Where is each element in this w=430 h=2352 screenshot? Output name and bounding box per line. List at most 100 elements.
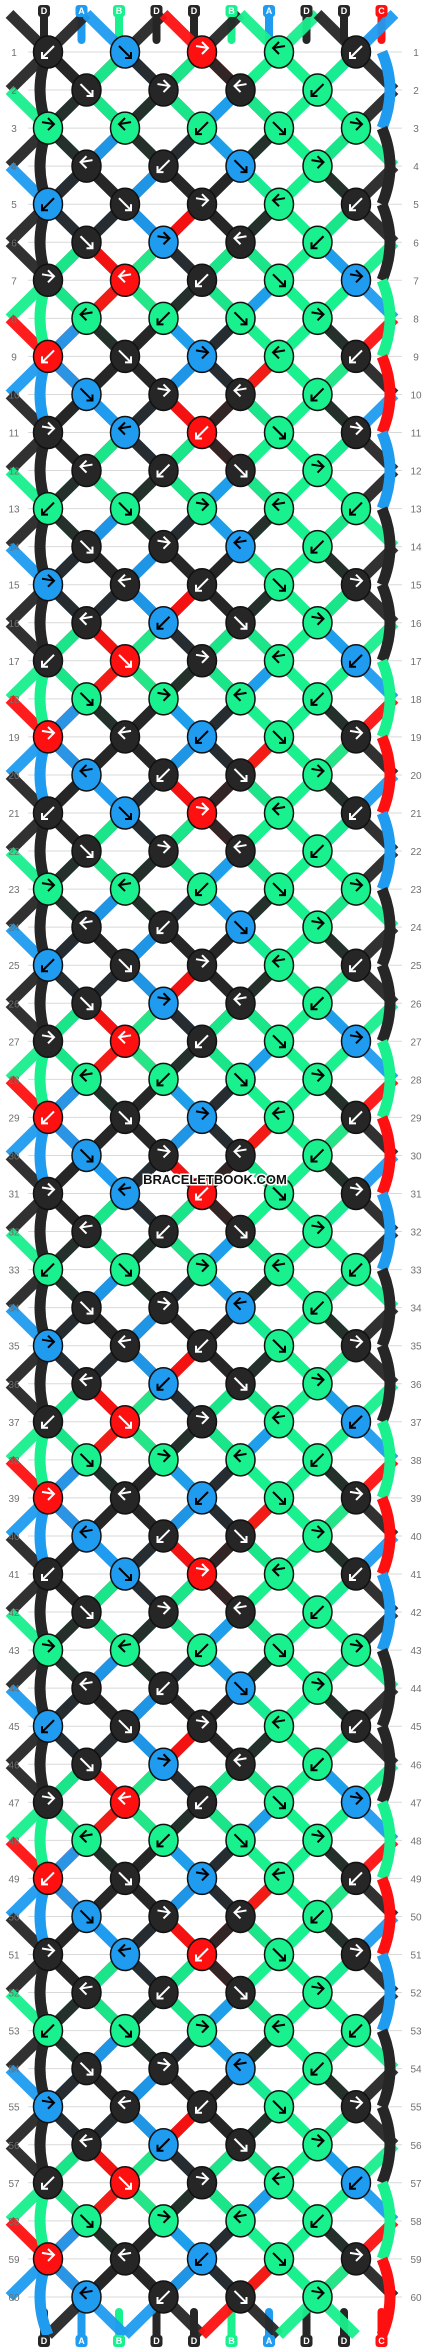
knot (71, 225, 102, 259)
knot (225, 758, 256, 792)
knot (109, 1481, 141, 1515)
knot (186, 1252, 218, 1287)
knot (32, 1024, 64, 1059)
knot (302, 301, 333, 336)
row-number-left: 60 (8, 2293, 20, 2304)
row-number-right: 32 (410, 1228, 422, 1239)
knot (225, 2128, 256, 2162)
knot-arrow-icon (80, 920, 93, 925)
strand-label-top: B (116, 6, 123, 16)
knot-arrow-icon (80, 311, 93, 316)
knot (302, 682, 333, 716)
knot-arrow-icon (195, 425, 209, 440)
knot (263, 2166, 295, 2200)
knot-arrow-icon (311, 2289, 324, 2294)
knot (263, 1937, 295, 1972)
knot (340, 2242, 372, 2276)
knot-arrow-icon (41, 1415, 55, 1429)
row-number-left: 44 (8, 1684, 20, 1695)
knot-arrow-icon (156, 2290, 171, 2304)
knot-arrow-icon (79, 692, 94, 706)
knot (109, 1252, 141, 1287)
knot-arrow-icon (349, 729, 363, 734)
knot-arrow-icon (311, 920, 324, 925)
knot-arrow-icon (310, 1757, 325, 1771)
knot (71, 1062, 102, 1097)
knot-arrow-icon (195, 1262, 209, 1267)
knot-arrow-icon (118, 577, 132, 582)
knot-arrow-icon (349, 806, 363, 820)
knot (71, 73, 102, 107)
knot-arrow-icon (349, 1567, 363, 1581)
knot (71, 2280, 102, 2314)
row-number-left: 20 (8, 771, 20, 782)
knot-arrow-icon (233, 2290, 248, 2304)
knot (302, 1519, 333, 1553)
knot (225, 1747, 256, 1781)
knot-arrow-icon (234, 1300, 247, 1305)
knot (340, 35, 372, 69)
knot-arrow-icon (118, 1567, 132, 1581)
row-number-right: 27 (410, 1037, 422, 1048)
knot-arrow-icon (349, 1338, 363, 1343)
knot (32, 1633, 64, 1667)
row-number-left: 48 (8, 1836, 20, 1847)
row-number-right: 2 (413, 86, 419, 97)
knot (186, 1861, 218, 1896)
knot (186, 1176, 218, 1211)
knot (109, 2242, 141, 2276)
knot-arrow-icon (41, 654, 55, 668)
knot (71, 377, 102, 412)
knot-arrow-icon (234, 1452, 247, 1457)
knot-arrow-icon (80, 615, 93, 620)
knot-arrow-icon (79, 235, 94, 249)
knot-arrow-icon (272, 1110, 286, 1115)
knot (186, 2242, 218, 2276)
knot-arrow-icon (80, 463, 93, 468)
knot-arrow-icon (195, 1567, 209, 1571)
knot (109, 644, 141, 678)
knot (225, 682, 256, 716)
knot-arrow-icon (80, 2137, 93, 2142)
knot-arrow-icon (233, 463, 248, 478)
knot (71, 758, 102, 792)
knot (263, 1633, 295, 1667)
knot-arrow-icon (118, 2099, 132, 2104)
knot (225, 834, 256, 868)
row-number-left: 12 (8, 467, 20, 478)
knot-arrow-icon (311, 1376, 324, 1381)
knot (186, 1100, 218, 1135)
knot-arrow-icon (234, 1909, 247, 1914)
knot-arrow-icon (79, 1605, 94, 1619)
knot (186, 339, 218, 374)
row-number-right: 30 (410, 1151, 422, 1162)
strand-label-top: D (153, 6, 160, 16)
knot-arrow-icon (272, 730, 286, 744)
knot-arrow-icon (234, 83, 247, 88)
row-number-right: 1 (413, 48, 419, 59)
knot (148, 986, 179, 1020)
knot-arrow-icon (349, 1795, 363, 1800)
knot-arrow-icon (79, 996, 94, 1010)
knot (340, 2166, 372, 2200)
row-number-left: 6 (11, 238, 17, 249)
knot (302, 758, 333, 792)
strand-label-top: A (78, 6, 85, 16)
knot-arrow-icon (349, 273, 363, 278)
knot-arrow-icon (118, 1034, 132, 1039)
row-number-right: 8 (413, 314, 419, 325)
knot-arrow-icon (310, 235, 325, 249)
knot-arrow-icon (41, 1186, 55, 1191)
knot (263, 1481, 295, 1515)
knot (148, 682, 179, 716)
knot (302, 2051, 333, 2086)
knot-arrow-icon (311, 1224, 324, 1229)
row-number-right: 39 (410, 1494, 422, 1505)
knot-arrow-icon (41, 1262, 55, 1277)
knot-arrow-icon (349, 425, 363, 430)
knot-arrow-icon (233, 1072, 248, 1087)
knot-arrow-icon (195, 1871, 209, 1876)
knot-arrow-icon (41, 2251, 55, 2256)
knot-arrow-icon (310, 387, 325, 402)
knot (109, 1024, 141, 1059)
